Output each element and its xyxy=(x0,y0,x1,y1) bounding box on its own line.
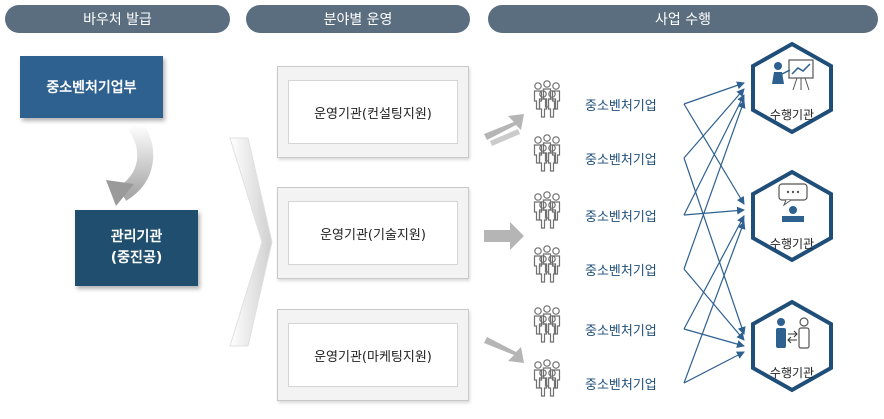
connector-arrow xyxy=(683,157,746,335)
company-label-2: 중소벤처기업 xyxy=(585,153,657,168)
striped-arrow-2 xyxy=(484,222,524,250)
connector-arrow xyxy=(683,81,745,105)
connector-arrow xyxy=(683,100,746,270)
connector-arrows xyxy=(683,81,746,384)
presentation-icon xyxy=(772,59,814,91)
company-label-3: 중소벤처기업 xyxy=(585,210,657,225)
performer-label-1: 수행기관 xyxy=(769,108,815,122)
operator-label: 운영기관(기술지원) xyxy=(288,201,458,265)
connector-arrow xyxy=(683,268,745,341)
performer-hexagon-3 xyxy=(751,299,833,393)
bracket-shape xyxy=(229,137,273,347)
header-project: 사업 수행 xyxy=(488,5,878,33)
connector-arrow xyxy=(683,103,745,205)
people-group-icons xyxy=(533,80,561,397)
header-voucher: 바우처 발급 xyxy=(5,5,230,33)
operator-box-tech: 운영기관(기술지원) xyxy=(277,187,469,279)
management-agency-name: 관리기관 xyxy=(110,229,163,245)
management-agency-box: 관리기관 (중진공) xyxy=(75,210,198,286)
management-agency-abbr: (중진공) xyxy=(110,250,163,266)
striped-arrow-3 xyxy=(484,337,524,363)
consulting-icon xyxy=(778,183,808,222)
connector-arrow xyxy=(683,88,745,159)
connector-arrow xyxy=(683,221,746,384)
connector-arrow xyxy=(683,206,745,216)
exchange-icon xyxy=(776,317,810,349)
connector-arrow xyxy=(683,351,745,384)
operator-box-marketing: 운영기관(마케팅지원) xyxy=(277,309,469,401)
performer-label-2: 수행기관 xyxy=(769,237,815,251)
header-field-ops: 분야별 운영 xyxy=(246,5,470,33)
connector-arrow xyxy=(683,215,745,330)
operator-label: 운영기관(컨설팅지원) xyxy=(288,80,458,144)
operator-box-consulting: 운영기관(컨설팅지원) xyxy=(277,66,469,158)
connector-arrow xyxy=(683,328,745,348)
operator-label: 운영기관(마케팅지원) xyxy=(288,323,458,387)
company-label-5: 중소벤처기업 xyxy=(585,324,657,339)
curved-arrow xyxy=(106,120,154,206)
sme-ministry-box: 중소벤처기업부 xyxy=(20,56,163,118)
performer-label-3: 수행기관 xyxy=(769,366,815,380)
striped-arrow-1 xyxy=(484,114,524,146)
company-label-4: 중소벤처기업 xyxy=(585,264,657,279)
company-label-1: 중소벤처기업 xyxy=(585,99,657,114)
company-label-6: 중소벤처기업 xyxy=(585,378,657,393)
